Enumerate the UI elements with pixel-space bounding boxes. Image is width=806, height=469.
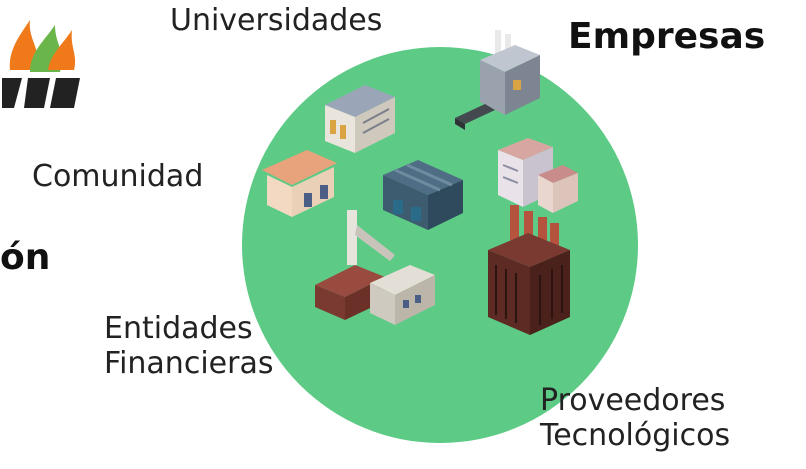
university-building-icon	[325, 85, 395, 153]
logo-icon	[2, 20, 80, 108]
label-comunidad: Comunidad	[32, 159, 204, 194]
factory-icon	[455, 30, 540, 130]
label-cut-word: ón	[0, 237, 51, 278]
label-proveedores-tecnologicos: Proveedores Tecnológicos	[540, 383, 731, 453]
house-icon	[262, 150, 337, 217]
office-building-icon	[498, 138, 578, 213]
chimney-factory-icon	[488, 205, 570, 335]
warehouse-icon	[383, 160, 463, 230]
label-empresas: Empresas	[568, 16, 766, 57]
label-entidades-financieras: Entidades Financieras	[104, 311, 274, 381]
label-universidades: Universidades	[170, 3, 383, 38]
mine-factory-icon	[315, 210, 435, 325]
